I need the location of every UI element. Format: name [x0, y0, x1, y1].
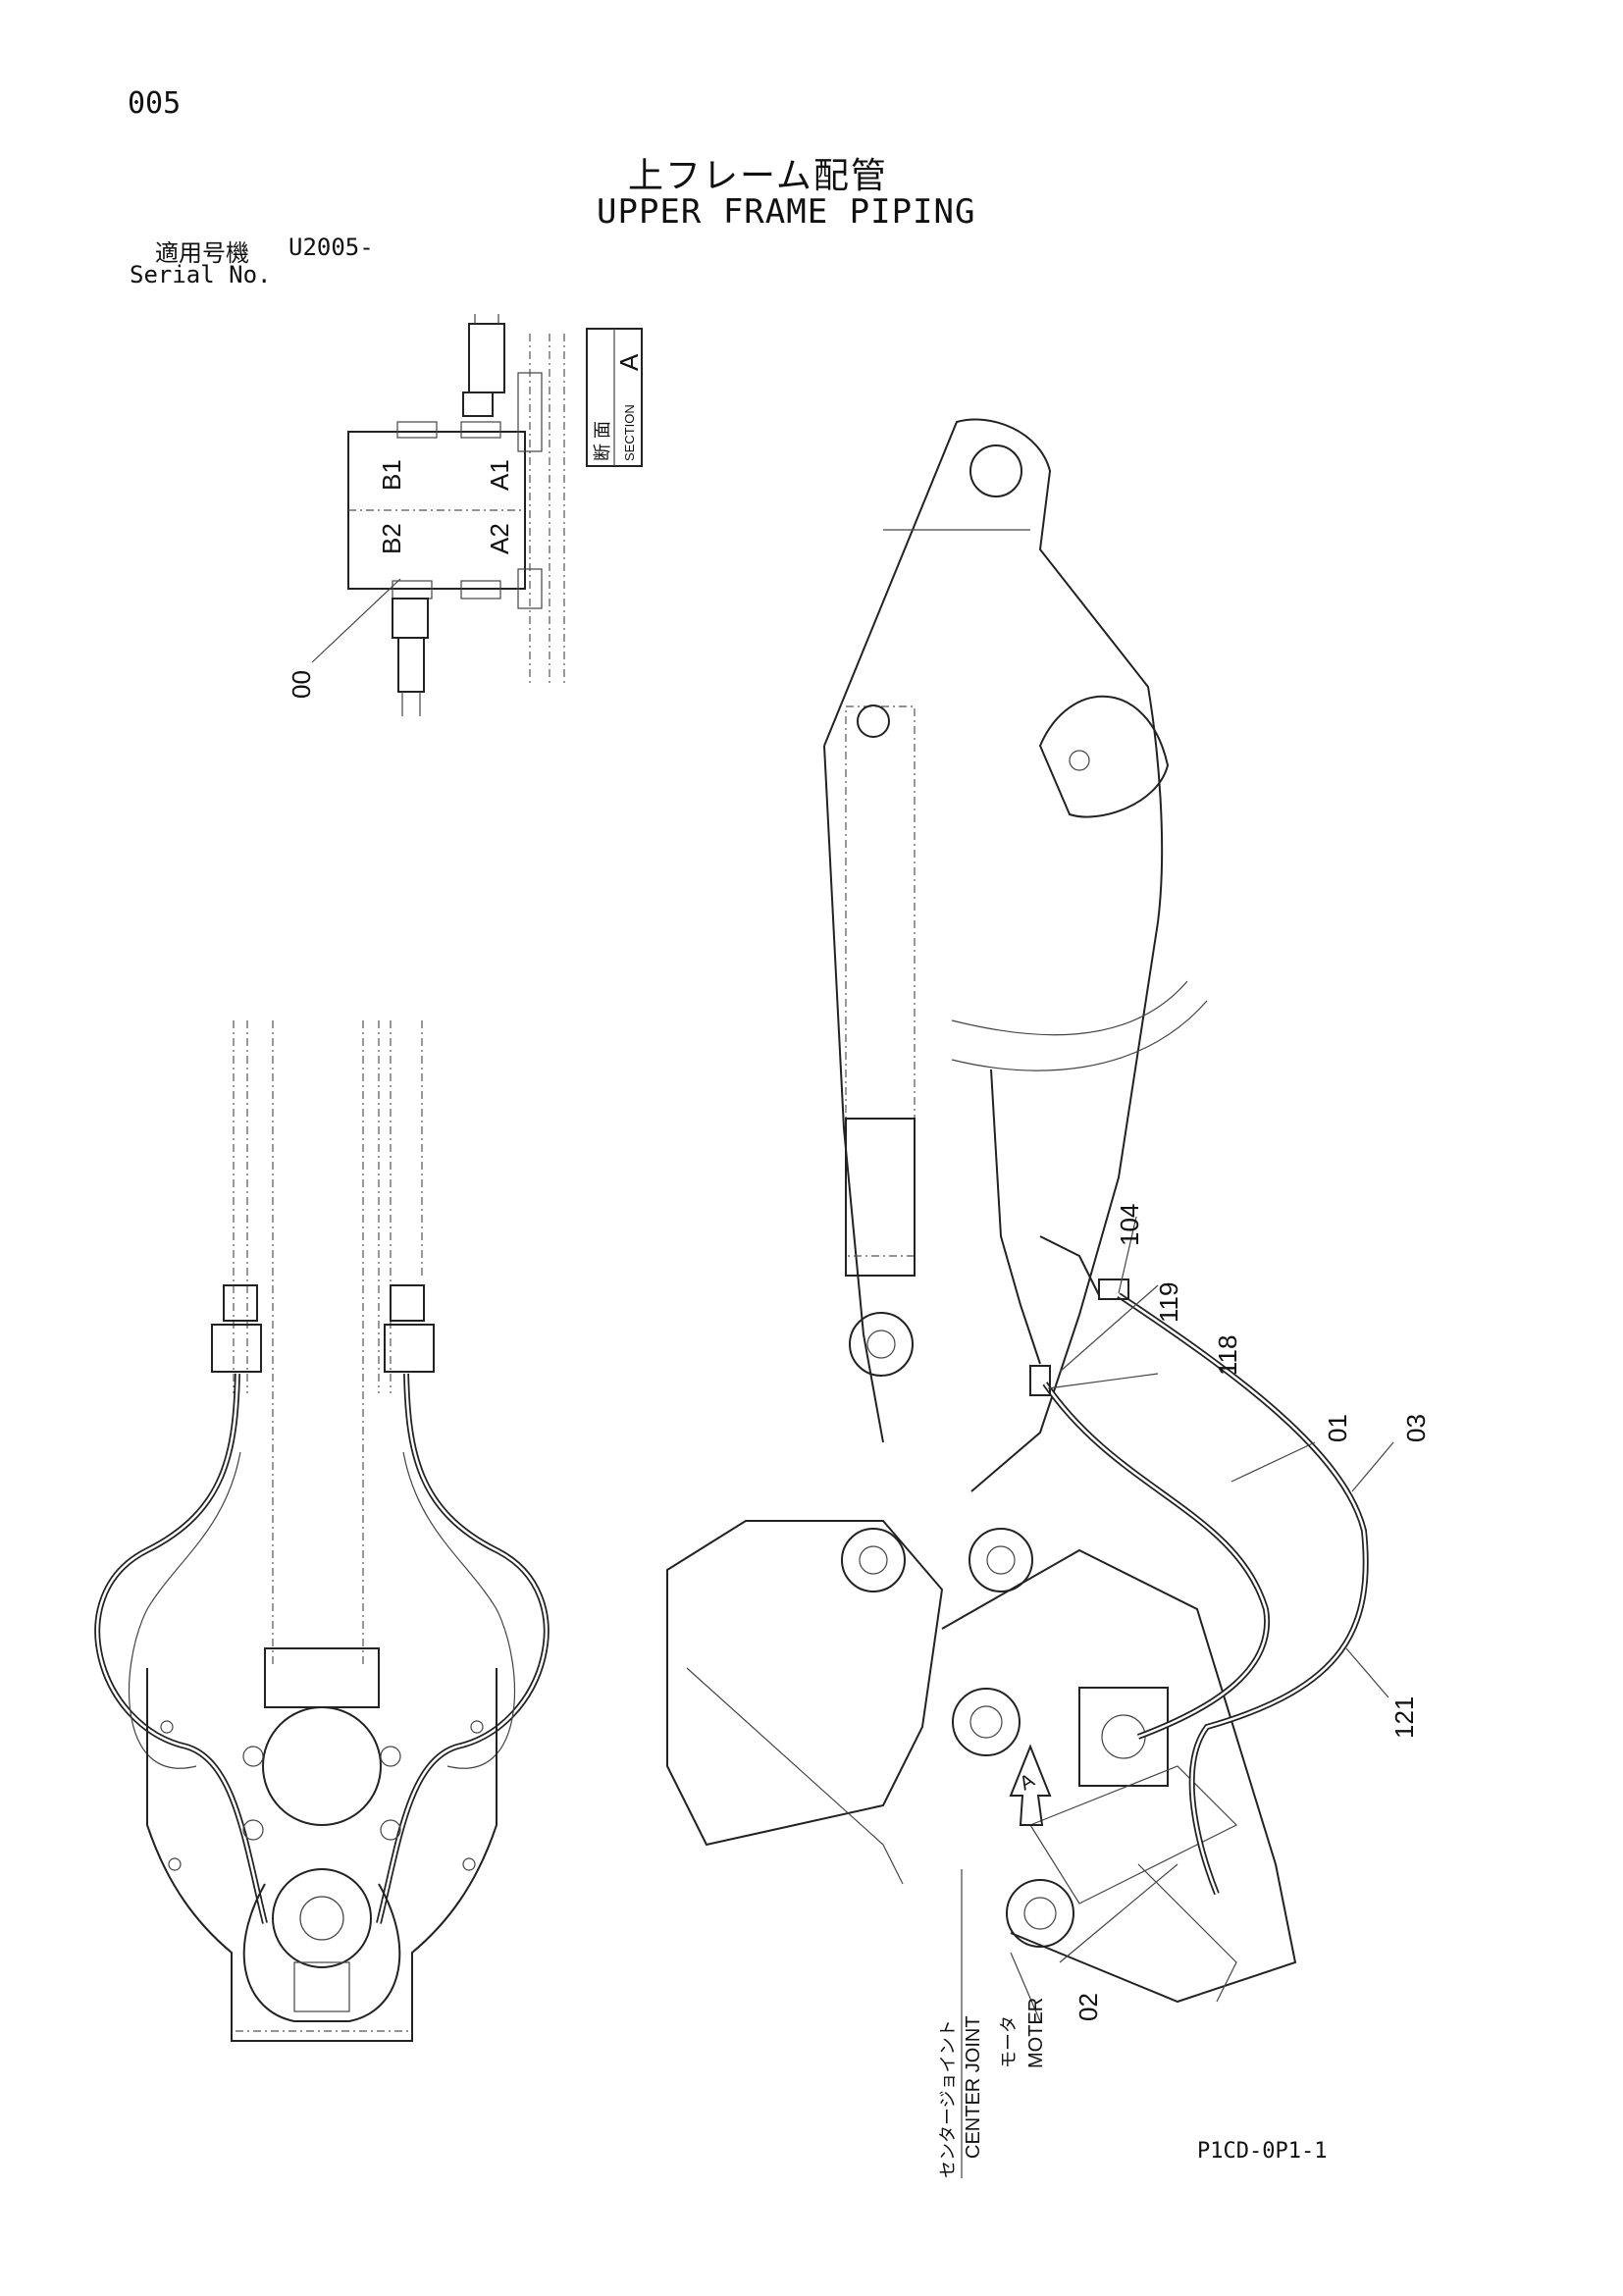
right-hose-fitting	[390, 1284, 425, 1322]
port-label-b2: B2	[377, 523, 406, 554]
serial-label-japanese: 適用号機	[155, 239, 249, 267]
boom-outline	[823, 418, 1164, 1492]
callout-00: 00	[287, 670, 316, 699]
motor-label-japanese: モータ	[999, 2015, 1019, 2068]
center-joint-block	[1078, 1687, 1169, 1787]
section-a-detail: B1 A1 B2 A2 00 A 断 面 SECTION	[287, 314, 644, 716]
view-arrow	[1009, 1744, 1052, 1826]
serial-number-value: U2005-	[288, 234, 374, 261]
callout-01: 01	[1323, 1414, 1352, 1442]
boom-foot-pin	[849, 1312, 914, 1377]
center-joint-label-english: CENTER JOINT	[963, 2015, 984, 2159]
boom-bracket	[1038, 695, 1170, 818]
title-english: UPPER FRAME PIPING	[597, 192, 976, 232]
title-japanese: 上フレーム配管	[628, 156, 888, 196]
center-joint	[272, 1868, 372, 1968]
view-arrow-letter: A	[1017, 1769, 1039, 1795]
callout-02: 02	[1073, 1993, 1103, 2021]
swing-bracket-right	[941, 1548, 1297, 2004]
port-label-b1: B1	[377, 459, 406, 491]
hose-03	[1117, 1292, 1369, 1896]
document-code: P1CD-0P1-1	[1197, 2139, 1328, 2164]
lower-hose-fitting	[397, 637, 425, 693]
callout-leader-00	[311, 578, 401, 663]
callout-03: 03	[1401, 1414, 1431, 1442]
left-hose-fitting	[223, 1284, 258, 1322]
frame-outline	[146, 1668, 497, 2042]
section-label-japanese: 断 面	[593, 421, 612, 461]
upper-nut	[462, 391, 494, 417]
callout-121: 121	[1389, 1696, 1419, 1739]
callout-119: 119	[1154, 1282, 1183, 1323]
top-view-frame	[94, 1020, 550, 2042]
section-label-english: SECTION	[622, 404, 637, 461]
callout-118: 118	[1213, 1335, 1242, 1376]
port-label-a2: A2	[485, 523, 514, 554]
page-number: 005	[128, 86, 182, 121]
center-joint-label-japanese: センタージョイント	[938, 2019, 958, 2178]
section-letter: A	[614, 353, 644, 371]
serial-label-english: Serial No.	[130, 261, 272, 288]
boom-cylinder	[845, 705, 916, 1257]
side-view-boom: A 104 119 118 01 03 121 02 センタージョイント CEN…	[666, 418, 1431, 2178]
upper-hose-fitting	[468, 323, 505, 393]
callout-104: 104	[1115, 1204, 1144, 1246]
motor-label-english: MOTER	[1025, 1998, 1047, 2068]
swing-motor	[262, 1706, 382, 1826]
swing-bracket-left	[666, 1520, 944, 1847]
port-label-a1: A1	[485, 459, 514, 491]
